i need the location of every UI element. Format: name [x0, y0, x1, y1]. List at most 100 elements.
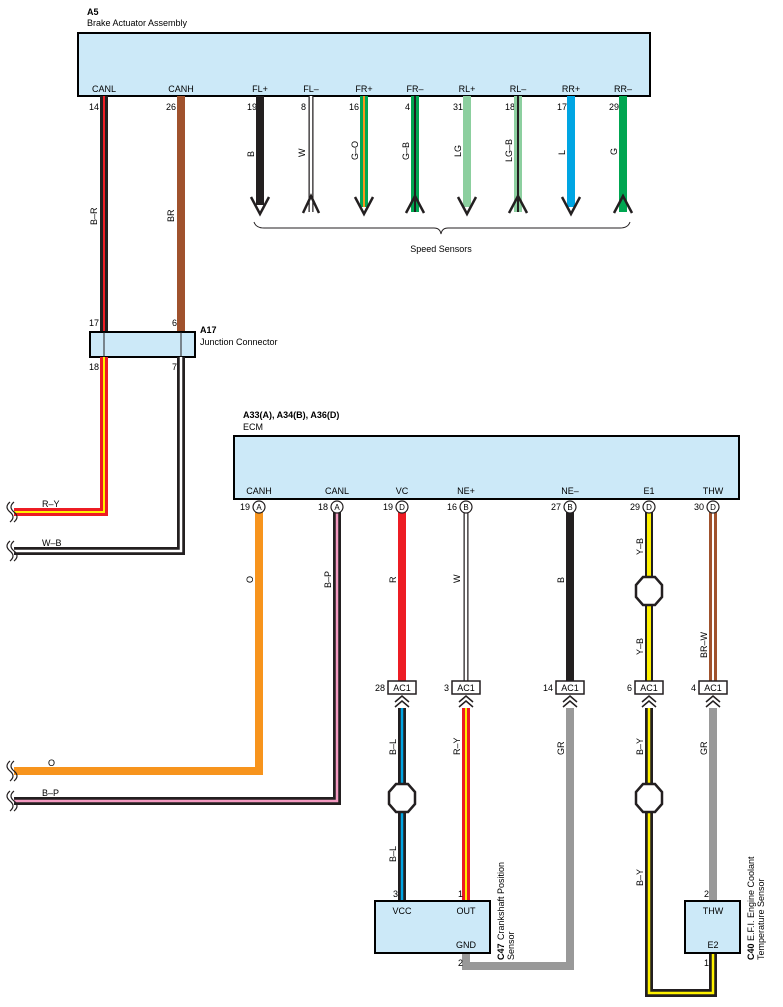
pin-label-rl-plus: RL+ — [459, 84, 476, 94]
pin-num-canh: 26 — [166, 102, 176, 112]
pin-label-rr-plus: RR+ — [562, 84, 580, 94]
pin-label-rr-minus: RR– — [614, 84, 632, 94]
wire-break-marks — [6, 501, 18, 812]
coolant-sensor-box — [684, 900, 741, 954]
brake-actuator-name: Brake Actuator Assembly — [87, 18, 188, 28]
conn-letter-e1: D — [646, 503, 652, 512]
crank-pin-num-vcc: 3 — [393, 889, 398, 899]
conn-letter-canh: A — [256, 503, 262, 512]
arrow-fl-plus — [249, 196, 271, 217]
coolant-pin-num-thw: 2 — [704, 889, 709, 899]
pin-label-fl-plus: FL+ — [252, 84, 268, 94]
crank-pin-num-gnd: 2 — [458, 958, 463, 968]
wire-label-fl-minus: W — [297, 148, 307, 157]
crank-sensor-ref: C47 — [496, 943, 506, 960]
wire-w-b-left — [14, 357, 185, 555]
break-mark-b-p-2 — [6, 790, 14, 812]
coolant-pin-e2: E2 — [707, 940, 718, 950]
wire-label-ecm-ne-plus: W — [452, 574, 462, 583]
speed-sensor-wires — [249, 96, 634, 217]
ecm-pin-labels: CANH CANL VC NE+ NE– E1 THW — [246, 486, 724, 496]
pin-num-rr-minus: 29 — [609, 102, 619, 112]
speed-sensors-label: Speed Sensors — [410, 244, 472, 254]
arrow-rr-minus — [612, 193, 634, 214]
wire-lower-e1-b-y — [645, 708, 717, 997]
wire-label-o-left: O — [48, 758, 55, 768]
ecm-pin-num-e1: 29 — [630, 502, 640, 512]
wire-label-fl-plus: B — [246, 151, 256, 157]
wire-label-lower-thw: GR — [699, 741, 709, 755]
wire-label-fr-minus: G–B — [401, 142, 411, 160]
conn-letter-ne-minus: B — [567, 503, 572, 512]
ac1-box-thw — [698, 680, 728, 695]
speed-sensor-wire-labels: B W G–O G–B LG LG–B L G — [246, 139, 619, 162]
pin-label-fr-plus: FR+ — [355, 84, 372, 94]
wire-label-rl-minus: LG–B — [504, 139, 514, 162]
wire-label-b-r: B–R — [89, 207, 99, 225]
wire-ecm-canh-o — [14, 512, 263, 775]
pin-num-canl: 14 — [89, 102, 99, 112]
pin-num-rl-plus: 31 — [453, 102, 463, 112]
wire-label-rr-plus: L — [557, 150, 567, 155]
ac1-pin-ne-plus: 3 — [444, 683, 449, 693]
arrow-fr-minus — [404, 193, 426, 214]
chevron-ne-minus — [562, 695, 578, 708]
arrow-fr-plus — [353, 196, 375, 217]
ac1-box-vc — [387, 680, 417, 695]
chevron-e1 — [641, 695, 657, 708]
ecm-pin-num-canh: 19 — [240, 502, 250, 512]
break-mark-w-b-2 — [6, 540, 14, 562]
ac1-label-ne-plus: AC1 — [457, 683, 475, 693]
pin-num-rl-minus: 18 — [505, 102, 515, 112]
arrow-fl-minus — [301, 193, 321, 214]
crank-pin-gnd: GND — [456, 940, 477, 950]
arrow-rr-plus — [560, 196, 582, 217]
ecm-pin-label-ne-minus: NE– — [561, 486, 579, 496]
conn-circle-ne-plus — [459, 500, 473, 514]
wire-label-lower-ne-plus: R–Y — [452, 737, 462, 755]
wire-label-ecm-vc: R — [388, 576, 398, 583]
coolant-sensor-ref: C40 — [746, 943, 756, 960]
ecm-pin-label-ne-plus: NE+ — [457, 486, 475, 496]
ac1-label-e1: AC1 — [640, 683, 658, 693]
ecm-name: ECM — [243, 422, 263, 432]
ecm-pin-num-thw: 30 — [694, 502, 704, 512]
conn-circle-canl — [330, 500, 344, 514]
coolant-sensor-name1: E.F.I. Engine Coolant — [746, 856, 756, 941]
ac1-label-thw: AC1 — [704, 683, 722, 693]
speed-sensors-bracket — [253, 221, 631, 235]
wire-label-ecm-canl: B–P — [323, 571, 333, 588]
wire-label-rl-plus: LG — [453, 145, 463, 157]
junction-pin-7: 7 — [172, 362, 177, 372]
conn-circle-ne-minus — [563, 500, 577, 514]
pin-label-fl-minus: FL– — [303, 84, 319, 94]
ac1-label-vc: AC1 — [393, 683, 411, 693]
wire-label-r-y: R–Y — [42, 499, 60, 509]
wire-label-fr-plus: G–O — [350, 141, 360, 160]
pin-label-fr-minus: FR– — [406, 84, 423, 94]
wire-label-rr-minus: G — [609, 148, 619, 155]
conn-letter-thw: D — [710, 503, 716, 512]
pin-num-fr-plus: 16 — [349, 102, 359, 112]
ecm-pin-label-e1: E1 — [643, 486, 654, 496]
junction-pin-18: 18 — [89, 362, 99, 372]
break-mark-o-2 — [6, 760, 14, 782]
conn-circle-canh — [252, 500, 266, 514]
ac1-connectors: AC1 28 AC1 3 AC1 14 AC1 6 AC1 4 — [375, 680, 728, 695]
junction-connector-box — [89, 331, 196, 358]
conn-letter-ne-plus: B — [463, 503, 468, 512]
ecm-pin-num-canl: 18 — [318, 502, 328, 512]
pin-label-canl: CANL — [92, 84, 116, 94]
ecm-pin-label-canh: CANH — [246, 486, 272, 496]
wire-label-ecm-thw: BR–W — [699, 631, 709, 658]
break-mark-b-p — [10, 790, 18, 812]
wire-label-w-b: W–B — [42, 538, 62, 548]
wire-label-br: BR — [166, 209, 176, 222]
ac1-pin-vc: 28 — [375, 683, 385, 693]
pin-num-rr-plus: 17 — [557, 102, 567, 112]
junction-pin-17: 17 — [89, 318, 99, 328]
arrow-rl-plus — [456, 196, 478, 217]
wire-label-lower-ne-minus: GR — [556, 741, 566, 755]
conn-circle-e1 — [642, 500, 656, 514]
ecm-connector-circles: A A D B B D D — [252, 500, 720, 514]
